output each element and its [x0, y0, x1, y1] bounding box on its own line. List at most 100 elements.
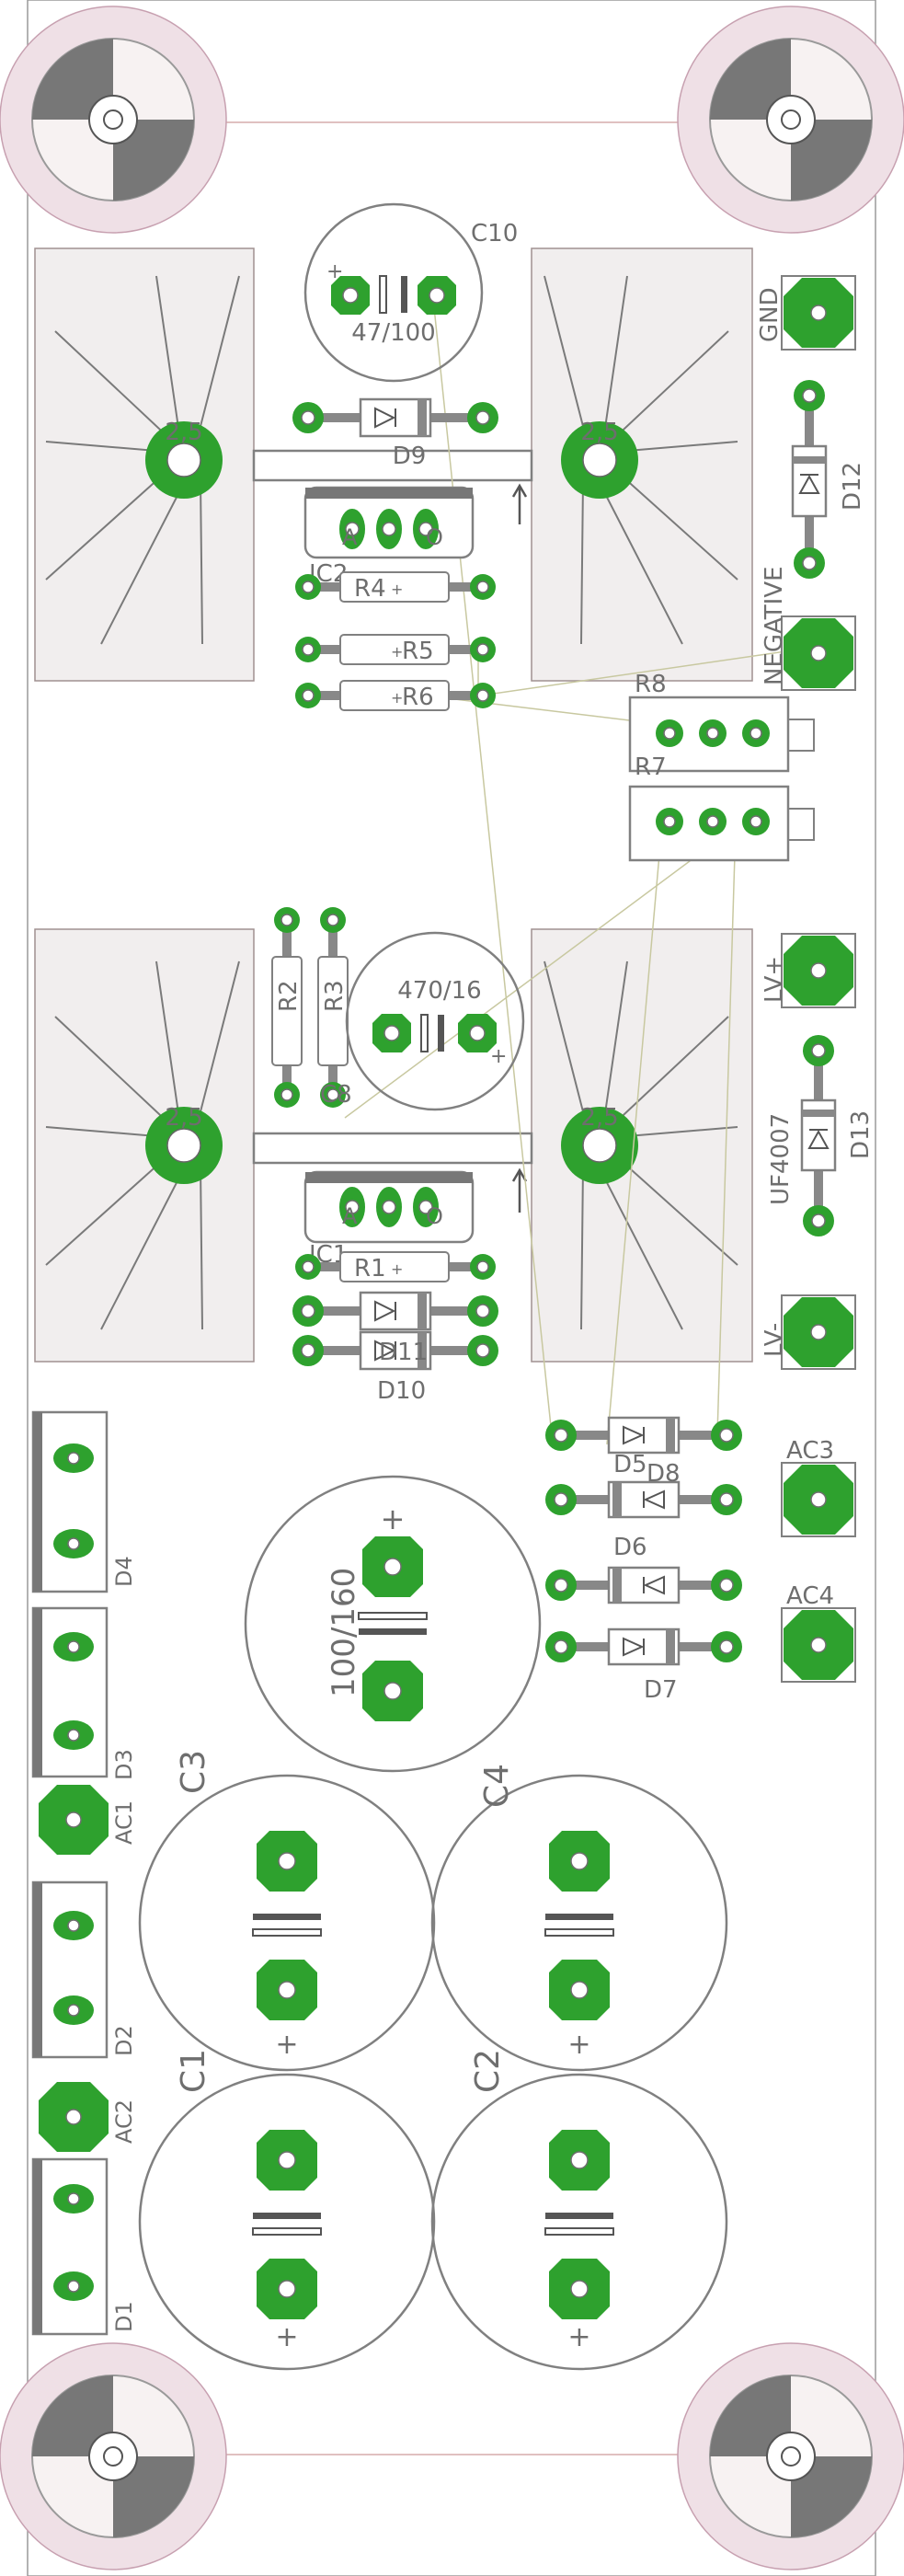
bridge-d1: D1 — [31, 2157, 137, 2336]
connector-ac2: AC2 — [39, 2082, 137, 2152]
lv-plus-label: LV+ — [761, 956, 788, 1003]
heatsink-label: 2,5 — [580, 1104, 618, 1132]
diode-d11 — [292, 1291, 498, 1331]
r8-name: R8 — [635, 671, 667, 698]
capacitor-c8: + 470/16 C8 — [320, 931, 525, 1111]
svg-text:+: + — [391, 689, 403, 707]
ac1-label: AC1 — [111, 1800, 137, 1845]
ac4-label: AC4 — [786, 1582, 834, 1610]
resistor-r3: R3 — [317, 907, 349, 1108]
c8-value: 470/16 — [397, 977, 481, 1005]
board-outline — [27, 0, 876, 2576]
c10-value: 47/100 — [351, 319, 435, 347]
svg-text:+: + — [275, 2029, 298, 2061]
heatsink-4: 2,5 — [531, 928, 753, 1363]
c4-name: C4 — [478, 1764, 516, 1808]
trimmer-r7: R7 — [628, 753, 815, 862]
connector-ac4: AC4 — [781, 1582, 856, 1683]
resistor-r6: + R6 — [295, 680, 496, 711]
diode-d12: D12 — [791, 380, 866, 579]
svg-text:+: + — [567, 2029, 590, 2061]
ic1-pin-a: A — [342, 1203, 358, 1229]
r3-name: R3 — [321, 980, 349, 1012]
heatsink-label: 2,5 — [580, 419, 618, 446]
mounting-hole-tr — [677, 6, 904, 234]
r1-name: R1 — [354, 1255, 386, 1282]
r6-name: R6 — [402, 684, 434, 711]
bridge-d3: D3 — [31, 1606, 137, 1780]
c2-name: C2 — [469, 2049, 507, 2093]
r4-name: R4 — [354, 575, 386, 603]
svg-text:+: + — [490, 1045, 507, 1068]
svg-text:+: + — [275, 2321, 298, 2353]
d6-name: D6 — [613, 1534, 647, 1561]
ic1-pin-o: O — [426, 1203, 443, 1229]
c8-name: C8 — [320, 1081, 352, 1109]
connector-ac3: AC3 — [781, 1437, 856, 1537]
capacitor-c3: + C3 — [138, 1750, 436, 2072]
mounting-hole-br — [677, 2342, 904, 2570]
capacitor-c2: + C2 — [430, 2049, 728, 2371]
diode-d9: D9 — [292, 397, 498, 470]
negative-label: NEGATIVE — [761, 566, 788, 685]
airwires — [344, 289, 806, 1445]
mounting-hole-tl — [0, 6, 227, 234]
bridge-d4: D4 — [31, 1410, 137, 1593]
resistor-r1: R1 + — [295, 1251, 496, 1282]
heatsink-2: 2,5 — [531, 247, 753, 682]
c5-value: 100/160 — [326, 1568, 362, 1697]
svg-text:+: + — [391, 643, 403, 661]
connector-ac1: AC1 — [39, 1785, 137, 1855]
r7-name: R7 — [635, 753, 667, 781]
d5-name: D5 — [613, 1451, 647, 1478]
svg-text:+: + — [326, 260, 343, 283]
diode-d10: D11 D10 — [292, 1330, 498, 1405]
heatsink-3: 2,5 — [34, 928, 255, 1363]
connector-negative: NEGATIVE — [761, 566, 856, 691]
diode-d8: D8 D6 — [545, 1460, 742, 1561]
capacitor-c4: + C4 — [430, 1764, 728, 2072]
heatsink-1: 2,5 — [34, 247, 255, 682]
bridge-d2: D2 — [31, 1880, 137, 2059]
ac2-label: AC2 — [111, 2099, 137, 2144]
capacitor-c10: + 47/100 C10 — [303, 202, 518, 383]
ac3-label: AC3 — [786, 1437, 834, 1465]
c3-name: C3 — [175, 1750, 212, 1794]
d11-name: D11 — [379, 1339, 428, 1366]
c1-name: C1 — [175, 2049, 212, 2093]
mounting-hole-bl — [0, 2342, 227, 2570]
diode-d7: D7 — [545, 1627, 742, 1704]
svg-text:+: + — [567, 2321, 590, 2353]
d1-name: D1 — [111, 2301, 137, 2332]
svg-text:+: + — [391, 581, 403, 598]
capacitor-c5: + 100/160 — [244, 1475, 542, 1773]
diode-d5: D5 — [545, 1416, 742, 1478]
ic2-pin-o: O — [426, 524, 443, 550]
trimmer-r8: R8 — [628, 671, 815, 773]
ic2-pin-a: A — [342, 524, 358, 550]
d12-name: D12 — [839, 462, 866, 511]
svg-text:+: + — [391, 1260, 403, 1278]
r5-name: R5 — [402, 638, 434, 665]
heatsink-label: 2,5 — [165, 419, 202, 446]
gnd-label: GND — [756, 287, 784, 342]
diode-d6 — [545, 1566, 742, 1604]
connector-lv-plus: LV+ — [761, 933, 856, 1008]
c10-name: C10 — [471, 220, 518, 247]
d8-name: D8 — [647, 1460, 681, 1488]
lv-minus-label: LV- — [761, 1323, 788, 1357]
d2-name: D2 — [111, 2025, 137, 2056]
heatsink-bridge-top — [252, 449, 533, 524]
svg-text:+: + — [381, 1501, 406, 1536]
d9-name: D9 — [393, 443, 427, 470]
connector-lv-minus: LV- — [761, 1294, 856, 1370]
d3-name: D3 — [111, 1749, 137, 1780]
d7-name: D7 — [644, 1676, 678, 1704]
d4-name: D4 — [111, 1556, 137, 1587]
resistor-r5: + R5 — [295, 634, 496, 665]
r2-name: R2 — [275, 980, 303, 1012]
diode-d13: UF4007 D13 — [767, 1035, 875, 1236]
regulator-ic2: A O IC2 — [303, 486, 475, 588]
heatsink-bridge-bottom — [252, 1132, 533, 1213]
